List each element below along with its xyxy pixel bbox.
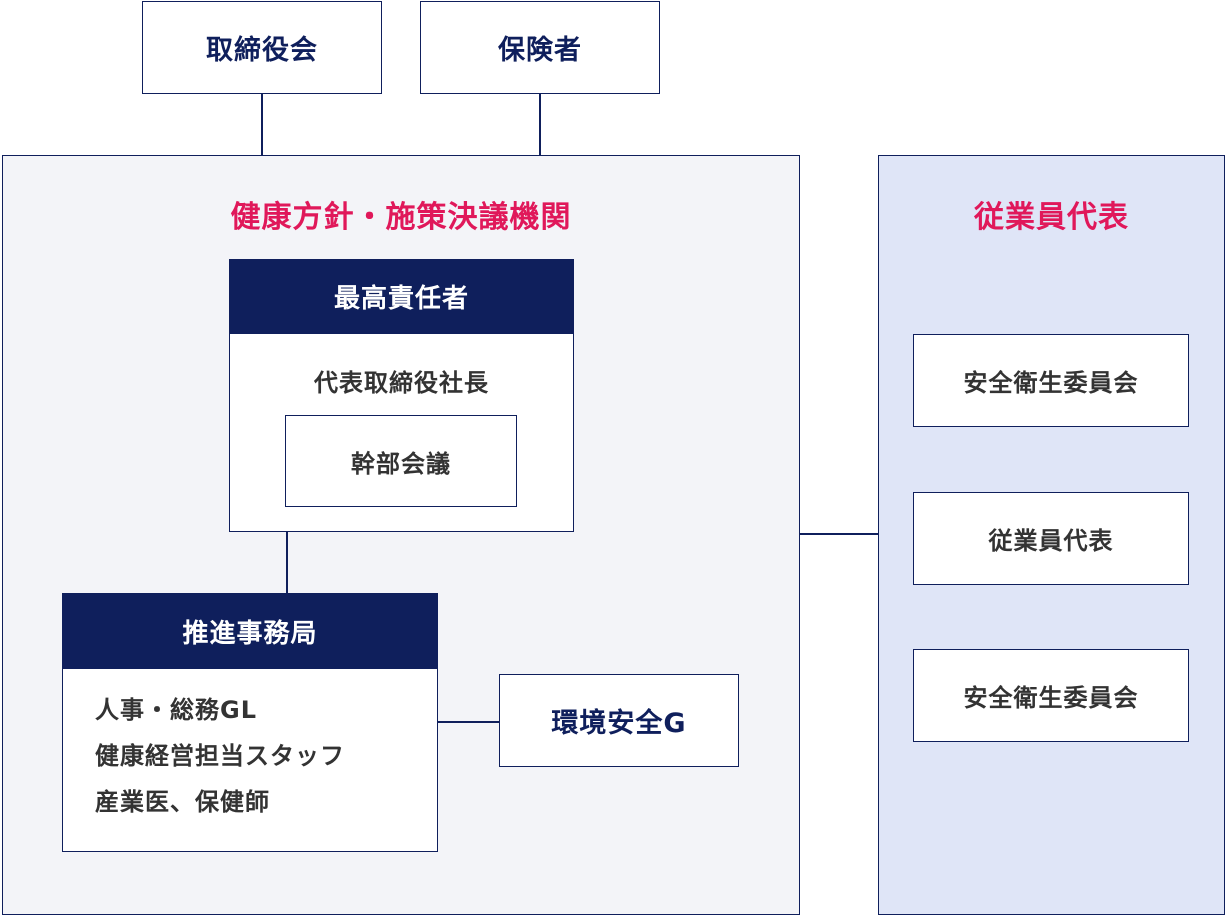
connector-panels [800,533,879,535]
connector-officer-secretariat [286,532,288,594]
insurer-box: 保険者 [420,1,660,94]
health-policy-title: 健康方針・施策決議機関 [230,200,572,235]
board-of-directors-box: 取締役会 [142,1,382,94]
board-of-directors-label: 取締役会 [206,35,318,66]
safety-health-committee-box-2: 安全衛生委員会 [913,649,1189,742]
executive-meeting-label: 幹部会議 [351,449,451,478]
connector-insurer [539,94,541,156]
top-officer-heading: 最高責任者 [229,259,574,334]
employee-rep-item: 安全衛生委員会 [963,369,1139,397]
executive-meeting-box: 幹部会議 [285,415,517,507]
secretariat-heading: 推進事務局 [62,593,438,669]
top-officer-role: 代表取締役社長 [314,369,489,397]
employee-rep-item: 安全衛生委員会 [963,684,1139,712]
environment-safety-group-label: 環境安全G [551,708,687,739]
connector-board [261,94,263,156]
secretariat-member: 人事・総務GL [95,696,257,724]
employee-representative-box: 従業員代表 [913,492,1189,585]
secretariat-member: 産業医、保健師 [95,788,270,816]
employee-rep-item: 従業員代表 [988,527,1114,555]
employee-rep-title: 従業員代表 [974,200,1129,235]
environment-safety-group-box: 環境安全G [499,674,739,767]
secretariat-member: 健康経営担当スタッフ [95,742,345,770]
safety-health-committee-box: 安全衛生委員会 [913,334,1189,427]
connector-secretariat-env [438,721,500,723]
insurer-label: 保険者 [498,35,582,66]
secretariat-members: 人事・総務GL 健康経営担当スタッフ 産業医、保健師 [95,690,425,828]
